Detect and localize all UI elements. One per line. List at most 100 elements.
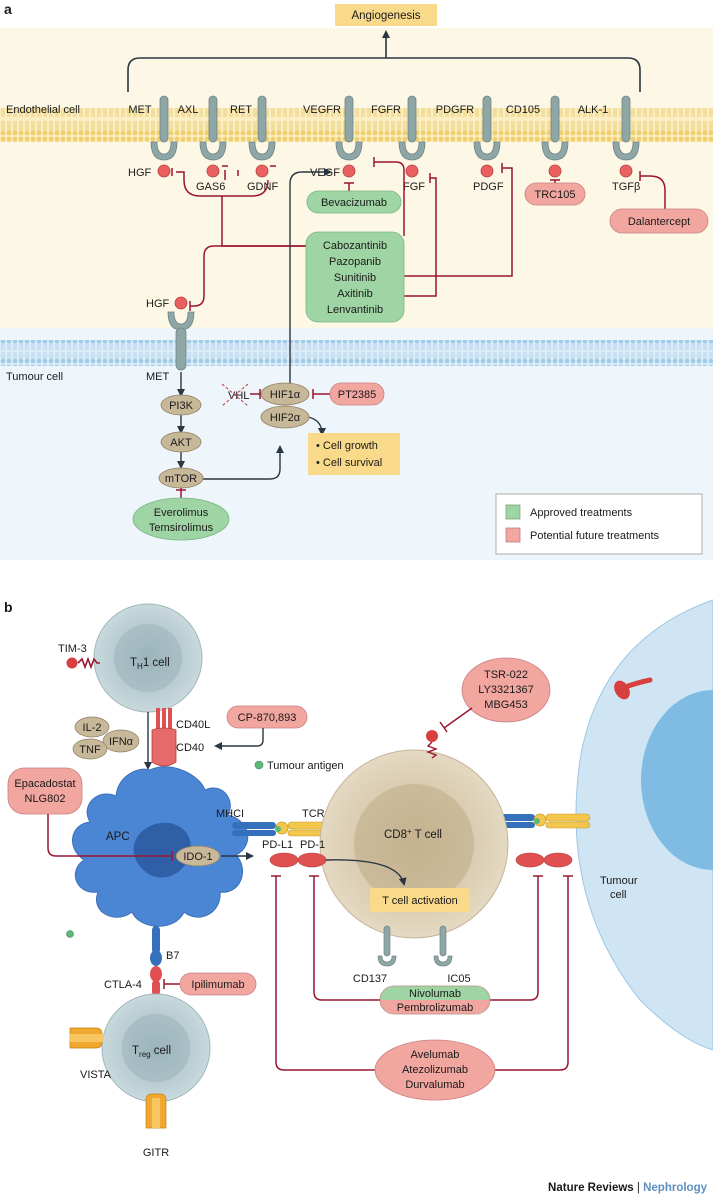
epacadostat-label: Epacadostat: [14, 778, 75, 790]
ifna-node: [102, 729, 140, 753]
vegf-ligand: [342, 164, 356, 178]
legend-approved-swatch: [505, 504, 521, 520]
bevacizumab-box: [306, 190, 402, 214]
ipilimumab-box: [179, 972, 257, 996]
footer-credit: Nature Reviews | Nephrology: [548, 1182, 707, 1194]
akt-label: AKT: [170, 437, 192, 449]
lenvantinib-label: Lenvantinib: [327, 304, 383, 316]
tumour-antigen-dot-2: [66, 930, 74, 938]
alk1-receptor: [612, 95, 640, 161]
pi3k-label: PI3K: [169, 400, 194, 412]
cabozantinib-label: Cabozantinib: [323, 240, 387, 252]
tnf-node: [72, 738, 108, 760]
pd1-label: PD-1: [300, 839, 325, 851]
apc-label: APC: [106, 831, 130, 843]
tumour-hgf-label: HGF: [146, 298, 170, 310]
avelumab-label: Avelumab: [411, 1049, 460, 1061]
gdnf-ligand: [255, 164, 269, 178]
cp870893-box: [226, 705, 308, 729]
footer-brand: Nature Reviews: [548, 1182, 634, 1194]
tumour-met-receptor: [167, 311, 195, 371]
tumour-cell-label-2: cell: [610, 889, 627, 901]
outcome-box: [308, 433, 400, 475]
tim3-cd8-tbar: [439, 721, 448, 733]
axitinib-label: Axitinib: [337, 288, 372, 300]
footer-separator: |: [636, 1182, 640, 1194]
tumour-cell-label-1: Tumour: [600, 875, 638, 887]
cd40l-cd40-complex: [151, 708, 177, 767]
th1-cell-label: TH1 cell: [130, 657, 170, 671]
mhci-label: MHCI: [216, 808, 244, 820]
footer-journal: Nephrology: [643, 1182, 707, 1194]
endothelial-cell-label: Endothelial cell: [6, 104, 80, 116]
hgf-label: HGF: [128, 167, 152, 179]
legend: [495, 493, 703, 555]
tumour-antigen-dot: [254, 760, 264, 770]
avelumab-left-line: [275, 876, 376, 1071]
fgf-label: FGF: [403, 181, 425, 193]
cd137-label: CD137: [353, 973, 387, 985]
receptor-ret-label: RET: [230, 104, 252, 116]
ido1-node: [175, 845, 221, 867]
gas6-ligand: [206, 164, 220, 178]
pdgf-ligand: [480, 164, 494, 178]
ic05-label: IC05: [447, 973, 470, 985]
cd8-cell-label: CD8+ T cell: [384, 827, 442, 841]
pdgf-label: PDGF: [473, 181, 504, 193]
cd40l-label: CD40L: [176, 719, 210, 731]
durvalumab-label: Durvalumab: [405, 1079, 464, 1091]
pi3k-node: [160, 394, 202, 416]
tumour-hgf-ligand: [174, 296, 188, 310]
mhci-tcr-complex: [232, 821, 335, 837]
nivolumab-left-line: [313, 876, 380, 1001]
pazopanib-label: Pazopanib: [329, 256, 381, 268]
tumour-met-label: MET: [146, 371, 170, 383]
vegfr-receptor: [335, 95, 363, 161]
hif2a-label: HIF2α: [270, 412, 301, 424]
gitr-label: GITR: [143, 1147, 169, 1159]
tnf-label: TNF: [79, 744, 101, 756]
gdnf-label: GDNF: [247, 181, 278, 193]
sunitinib-label: Sunitinib: [334, 272, 376, 284]
tumour-membrane: [0, 340, 713, 366]
hgf-ligand: [157, 164, 171, 178]
fgf-ligand: [405, 164, 419, 178]
multi-to-vegfr-line: [374, 161, 405, 236]
bevacizumab-label: Bevacizumab: [321, 197, 387, 209]
tcr-label: TCR: [302, 808, 325, 820]
hgf-gas6-gdnf-inhibition: [176, 171, 269, 197]
ic05-receptor: [433, 925, 453, 967]
epacadostat-box: [7, 767, 83, 815]
t-cell-activation-box: [370, 888, 470, 912]
legend-approved-label: Approved treatments: [530, 507, 633, 519]
trc105-label: TRC105: [535, 189, 576, 201]
fgfr-receptor: [398, 95, 426, 161]
temsirolimus-label: Temsirolimus: [149, 522, 214, 534]
nivolumab-box: [379, 985, 491, 1015]
cd8-tim3-receptor: [426, 730, 438, 759]
vista-label: VISTA: [80, 1069, 112, 1081]
trc105-box: [524, 182, 586, 206]
th1-nucleus: [114, 624, 182, 692]
cp870893-label: CP-870,893: [238, 712, 297, 724]
cabo-to-tumour-hgf-line: [190, 245, 318, 307]
ret-receptor: [248, 95, 276, 161]
gas6-gdnf-inhibit-stubs: [224, 170, 239, 180]
ly3321367-label: LY3321367: [478, 684, 533, 696]
receptor-axl-label: AXL: [178, 104, 199, 116]
t-cell-activation-label: T cell activation: [382, 895, 458, 907]
ctla4-label: CTLA-4: [104, 979, 142, 991]
ifna-label: IFNα: [109, 736, 134, 748]
angiogenesis-bracket: [127, 57, 641, 92]
cell-growth-label: • Cell growth: [316, 440, 378, 452]
tgfb-label: TGFβ: [612, 181, 640, 193]
vista-receptor: [69, 1027, 104, 1049]
cell-survival-label: • Cell survival: [316, 457, 382, 469]
receptor-pdgfr-label: PDGFR: [436, 104, 475, 116]
legend-future-swatch: [505, 527, 521, 543]
pembrolizumab-label: Pembrolizumab: [397, 1002, 473, 1014]
tim3-receptor: [66, 656, 100, 670]
angiogenesis-box: [335, 4, 437, 26]
cd8-activation-arrow: [325, 859, 407, 886]
vhl-cross: [221, 383, 249, 407]
